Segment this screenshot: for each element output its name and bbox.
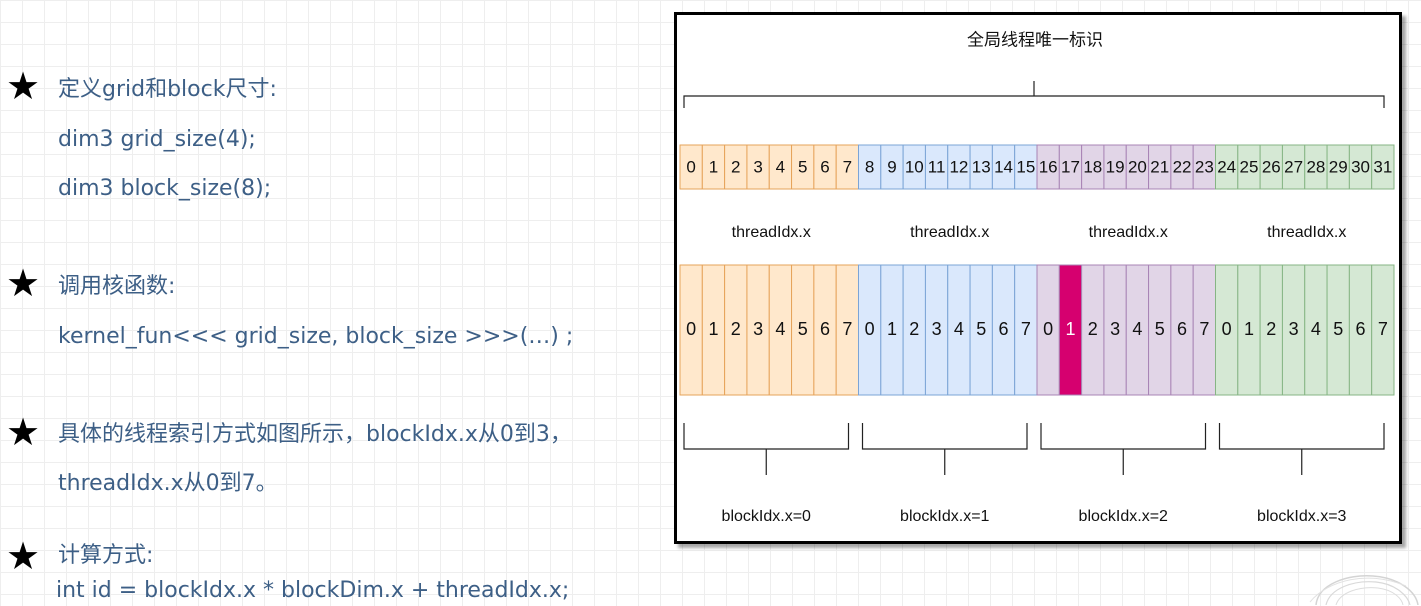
star-icon: ★ bbox=[6, 534, 41, 578]
global-index-label: 2 bbox=[731, 157, 740, 176]
thread-index-label: 5 bbox=[1333, 319, 1343, 339]
thread-index-label: 6 bbox=[820, 319, 830, 339]
global-index-label: 5 bbox=[798, 157, 807, 176]
global-index-label: 13 bbox=[972, 157, 991, 176]
global-index-label: 18 bbox=[1083, 157, 1102, 176]
thread-index-label: 1 bbox=[1244, 319, 1254, 339]
thread-index-label: 2 bbox=[1088, 319, 1098, 339]
global-brace bbox=[683, 81, 1385, 108]
global-index-label: 3 bbox=[753, 157, 762, 176]
global-index-label: 9 bbox=[887, 157, 896, 176]
thread-index-label: 5 bbox=[976, 319, 986, 339]
thread-index-label: 3 bbox=[753, 319, 763, 339]
thread-index-label: 6 bbox=[1177, 319, 1187, 339]
block-idx-label: blockIdx.x=3 bbox=[1257, 508, 1346, 525]
thread-index-label: 7 bbox=[842, 319, 852, 339]
global-index-label: 25 bbox=[1240, 157, 1259, 176]
thread-index-label: 4 bbox=[954, 319, 964, 339]
global-index-label: 31 bbox=[1373, 157, 1392, 176]
global-index-label: 14 bbox=[994, 157, 1013, 176]
thread-index-label: 4 bbox=[1132, 319, 1142, 339]
block-brace bbox=[683, 423, 850, 475]
thread-idx-label: threadIdx.x bbox=[1267, 224, 1346, 241]
global-index-label: 11 bbox=[928, 157, 946, 176]
global-index-label: 1 bbox=[709, 157, 718, 176]
global-index-label: 19 bbox=[1106, 157, 1125, 176]
block-idx-label: blockIdx.x=0 bbox=[722, 508, 811, 525]
global-index-label: 28 bbox=[1306, 157, 1325, 176]
thread-index-label: 0 bbox=[865, 319, 875, 339]
global-index-label: 8 bbox=[865, 157, 874, 176]
global-index-label: 6 bbox=[820, 157, 829, 176]
block-brace bbox=[861, 423, 1028, 475]
global-index-label: 21 bbox=[1150, 157, 1169, 176]
thread-index-label: 4 bbox=[775, 319, 785, 339]
thread-cell bbox=[1371, 264, 1395, 396]
thread-index-label: 3 bbox=[1110, 319, 1120, 339]
thread-index-label: 7 bbox=[1199, 319, 1209, 339]
thread-index-label: 2 bbox=[909, 319, 919, 339]
bullet-heading: 定义grid和block尺寸: bbox=[58, 77, 277, 102]
global-index-label: 24 bbox=[1217, 157, 1236, 176]
code-line: int id = blockIdx.x * blockDim.x + threa… bbox=[56, 578, 570, 603]
scribble-decoration bbox=[1309, 575, 1419, 605]
thread-index-label: 3 bbox=[1289, 319, 1299, 339]
bullet-heading: 计算方式: bbox=[58, 543, 154, 568]
thread-idx-label: threadIdx.x bbox=[1089, 224, 1168, 241]
global-index-label: 15 bbox=[1016, 157, 1035, 176]
bullet-heading: 调用核函数: bbox=[58, 274, 176, 299]
block-brace bbox=[1218, 423, 1385, 475]
global-index-label: 10 bbox=[905, 157, 924, 176]
global-index-label: 12 bbox=[949, 157, 968, 176]
thread-index-label: 6 bbox=[999, 319, 1009, 339]
thread-index-label: 1 bbox=[708, 319, 718, 339]
block-brace bbox=[1040, 423, 1207, 475]
global-index-label: 26 bbox=[1262, 157, 1281, 176]
bullet-heading: 具体的线程索引方式如图所示，blockIdx.x从0到3， bbox=[58, 422, 572, 447]
global-index-label: 7 bbox=[843, 157, 852, 176]
block-idx-label: blockIdx.x=1 bbox=[900, 508, 989, 525]
global-index-label: 22 bbox=[1173, 157, 1192, 176]
star-icon: ★ bbox=[6, 410, 41, 454]
thread-index-label: 6 bbox=[1356, 319, 1366, 339]
thread-index-label: 5 bbox=[1155, 319, 1165, 339]
global-index-label: 20 bbox=[1128, 157, 1147, 176]
highlighted-thread-label: 1 bbox=[1065, 319, 1075, 339]
thread-index-label: 0 bbox=[1222, 319, 1232, 339]
global-index-label: 23 bbox=[1195, 157, 1214, 176]
thread-index-label: 2 bbox=[1266, 319, 1276, 339]
global-index-label: 4 bbox=[776, 157, 785, 176]
global-index-label: 17 bbox=[1061, 157, 1080, 176]
global-index-label: 0 bbox=[686, 157, 695, 176]
thread-index-label: 2 bbox=[731, 319, 741, 339]
star-icon: ★ bbox=[6, 261, 41, 305]
global-index-label: 16 bbox=[1039, 157, 1058, 176]
global-index-cell bbox=[1371, 144, 1395, 190]
thread-index-label: 5 bbox=[798, 319, 808, 339]
thread-index-label: 7 bbox=[1021, 319, 1031, 339]
diagram-title: 全局线程唯一标识 bbox=[967, 30, 1103, 49]
block-idx-label: blockIdx.x=2 bbox=[1079, 508, 1168, 525]
code-line: dim3 grid_size(4); bbox=[58, 127, 256, 152]
thread-idx-label: threadIdx.x bbox=[910, 224, 989, 241]
global-index-label: 29 bbox=[1329, 157, 1348, 176]
code-line: kernel_fun<<< grid_size, block_size >>>(… bbox=[58, 324, 574, 349]
global-index-label: 27 bbox=[1284, 157, 1303, 176]
thread-idx-label: threadIdx.x bbox=[732, 224, 811, 241]
thread-index-label: 3 bbox=[932, 319, 942, 339]
thread-index-label: 0 bbox=[1043, 319, 1053, 339]
code-line: dim3 block_size(8); bbox=[58, 176, 272, 201]
star-icon: ★ bbox=[6, 64, 41, 108]
thread-index-label: 1 bbox=[887, 319, 897, 339]
thread-index-label: 4 bbox=[1311, 319, 1321, 339]
thread-index-label: 7 bbox=[1378, 319, 1388, 339]
bullet-text: threadIdx.x从0到7。 bbox=[58, 471, 278, 496]
global-index-label: 30 bbox=[1351, 157, 1370, 176]
thread-index-label: 0 bbox=[686, 319, 696, 339]
